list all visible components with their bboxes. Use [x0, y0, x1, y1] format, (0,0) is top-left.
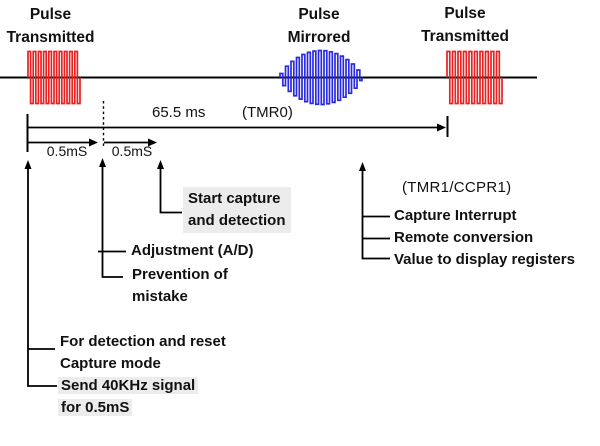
send-signal-line2: for 0.5mS	[58, 399, 133, 416]
waveform-group	[27, 49, 503, 106]
detection-reset-line1: For detection and reset	[60, 333, 226, 350]
interval-2-arrowhead-icon	[148, 138, 157, 147]
tmr1-callout-line	[361, 170, 390, 260]
start-capture-callout-line	[159, 168, 182, 214]
tmr0-duration-label: 65.5 ms	[152, 104, 206, 121]
pulse-mirrored-line1: Pulse	[298, 6, 340, 23]
tmr1-register-label: (TMR1/CCPR1)	[402, 179, 512, 196]
tmr0-register-label: (TMR0)	[242, 104, 293, 121]
interval-2-label: 0.5mS	[111, 143, 153, 159]
prevention-line1: Prevention of	[132, 266, 228, 283]
capture-interrupt-label: Capture Interrupt	[394, 207, 517, 224]
value-to-display-label: Value to display registers	[394, 251, 575, 268]
detection-reset-label: For detection and reset Capture mode	[60, 331, 226, 375]
prevention-of-mistake-label: Prevention of mistake	[132, 264, 228, 308]
mirrored-pulse-wave	[279, 49, 363, 106]
start-capture-up-arrowhead-icon	[157, 160, 164, 169]
pulse-mirrored-label: Pulse Mirrored	[270, 3, 368, 49]
pulse-transmitted-right-line2: Transmitted	[421, 28, 509, 45]
interval-1-label: 0.5mS	[46, 143, 88, 159]
start-capture-label: Start capture and detection	[183, 187, 291, 233]
prevention-up-arrowhead-icon	[99, 158, 106, 167]
detection-reset-line2: Capture mode	[60, 355, 161, 372]
interval-1-arrowhead-icon	[89, 138, 98, 147]
transmitted-pulse-right-wave	[446, 50, 503, 105]
pulse-transmitted-right-line1: Pulse	[444, 5, 486, 22]
remote-conversion-label: Remote conversion	[394, 229, 534, 246]
send-signal-up-arrowhead-icon	[24, 160, 32, 169]
tmr0-arrowhead-icon	[437, 123, 446, 132]
pulse-mirrored-line2: Mirrored	[287, 29, 351, 46]
pulse-transmitted-right-label: Pulse Transmitted	[416, 2, 514, 48]
send-signal-label: Send 40KHz signal for 0.5mS	[58, 375, 199, 419]
adjustment-label: Adjustment (A/D)	[131, 242, 254, 259]
pulse-transmitted-left-line1: Pulse	[29, 6, 72, 23]
transmitted-pulse-left-wave	[27, 50, 81, 105]
start-capture-line1: Start capture	[188, 190, 281, 207]
tmr1-up-arrowhead-icon	[359, 162, 366, 171]
pulse-transmitted-left-label: Pulse Transmitted	[3, 3, 98, 49]
start-capture-line2: and detection	[188, 212, 286, 229]
prevention-line2: mistake	[132, 288, 188, 305]
pulse-transmitted-left-line2: Transmitted	[6, 29, 95, 46]
send-signal-line1: Send 40KHz signal	[58, 377, 199, 394]
send-signal-callout-line	[27, 167, 57, 387]
prevention-callout-line	[101, 166, 123, 278]
